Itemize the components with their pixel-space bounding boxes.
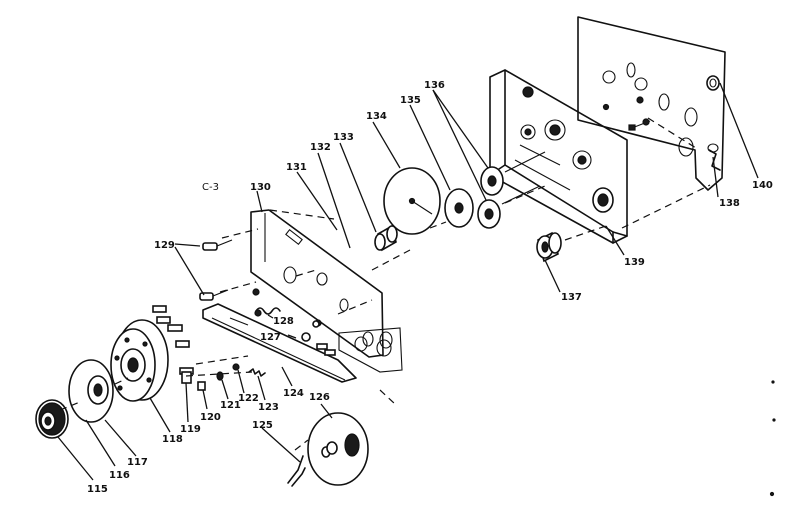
callout-132: 132 bbox=[310, 142, 331, 153]
bushing bbox=[374, 224, 398, 252]
small-gear-lower bbox=[477, 199, 501, 229]
callout-119: 119 bbox=[180, 424, 201, 435]
callout-127: 127 bbox=[260, 332, 281, 343]
screw-upper bbox=[202, 239, 233, 251]
lever-wire bbox=[287, 455, 306, 487]
compression-spring bbox=[248, 368, 266, 377]
callout-123: 123 bbox=[258, 402, 279, 413]
callout-125: 125 bbox=[252, 420, 273, 431]
medium-gear bbox=[444, 188, 474, 228]
callout-133: 133 bbox=[333, 132, 354, 143]
sheet-label: C-3 bbox=[202, 182, 219, 193]
callout-124: 124 bbox=[283, 388, 304, 399]
callout-135: 135 bbox=[400, 95, 421, 106]
callout-122: 122 bbox=[238, 393, 259, 404]
flange-studs bbox=[152, 305, 194, 375]
callout-136-upper: 136 bbox=[424, 80, 445, 91]
rear-cover-plate bbox=[577, 16, 726, 191]
callout-116: 116 bbox=[109, 470, 130, 481]
pin bbox=[197, 381, 206, 391]
retainer-ring bbox=[706, 75, 720, 91]
callout-129-upper: 129 bbox=[154, 240, 175, 251]
callout-labels: C-3 129 130 131 132 133 134 135 136 140 … bbox=[87, 80, 773, 495]
callout-131: 131 bbox=[286, 162, 307, 173]
callout-138: 138 bbox=[719, 198, 740, 209]
motor-flange bbox=[110, 319, 169, 402]
coupling-sleeve bbox=[536, 231, 562, 263]
leader-lines bbox=[57, 82, 759, 481]
coil-spring bbox=[254, 307, 281, 317]
callout-140: 140 bbox=[752, 180, 773, 191]
mounting-plate-lower bbox=[338, 327, 403, 373]
callout-130-plate: 130 bbox=[250, 182, 271, 193]
slide-bar bbox=[202, 303, 357, 383]
callout-117: 117 bbox=[127, 457, 148, 468]
margin-specks bbox=[769, 380, 776, 497]
adapter-flange bbox=[68, 359, 114, 423]
plate-screws bbox=[316, 343, 336, 356]
large-disc-gear bbox=[383, 167, 441, 235]
spacer bbox=[181, 371, 192, 384]
callout-120: 120 bbox=[200, 412, 221, 423]
washer bbox=[301, 320, 320, 342]
callout-121: 121 bbox=[220, 400, 241, 411]
drive-gear bbox=[307, 412, 369, 486]
callout-115: 115 bbox=[87, 484, 108, 495]
callout-139: 139 bbox=[624, 257, 645, 268]
ball bbox=[232, 363, 240, 371]
callout-118: 118 bbox=[162, 434, 183, 445]
knob bbox=[35, 399, 69, 439]
callout-137: 137 bbox=[561, 292, 582, 303]
small-gear-upper bbox=[480, 166, 504, 196]
washer-small bbox=[216, 371, 224, 381]
callout-134: 134 bbox=[366, 111, 387, 122]
assembly-lines bbox=[59, 117, 711, 451]
callout-126-lower: 126 bbox=[309, 392, 330, 403]
gearbox-housing bbox=[489, 69, 628, 244]
callout-128-upper: 128 bbox=[273, 316, 294, 327]
